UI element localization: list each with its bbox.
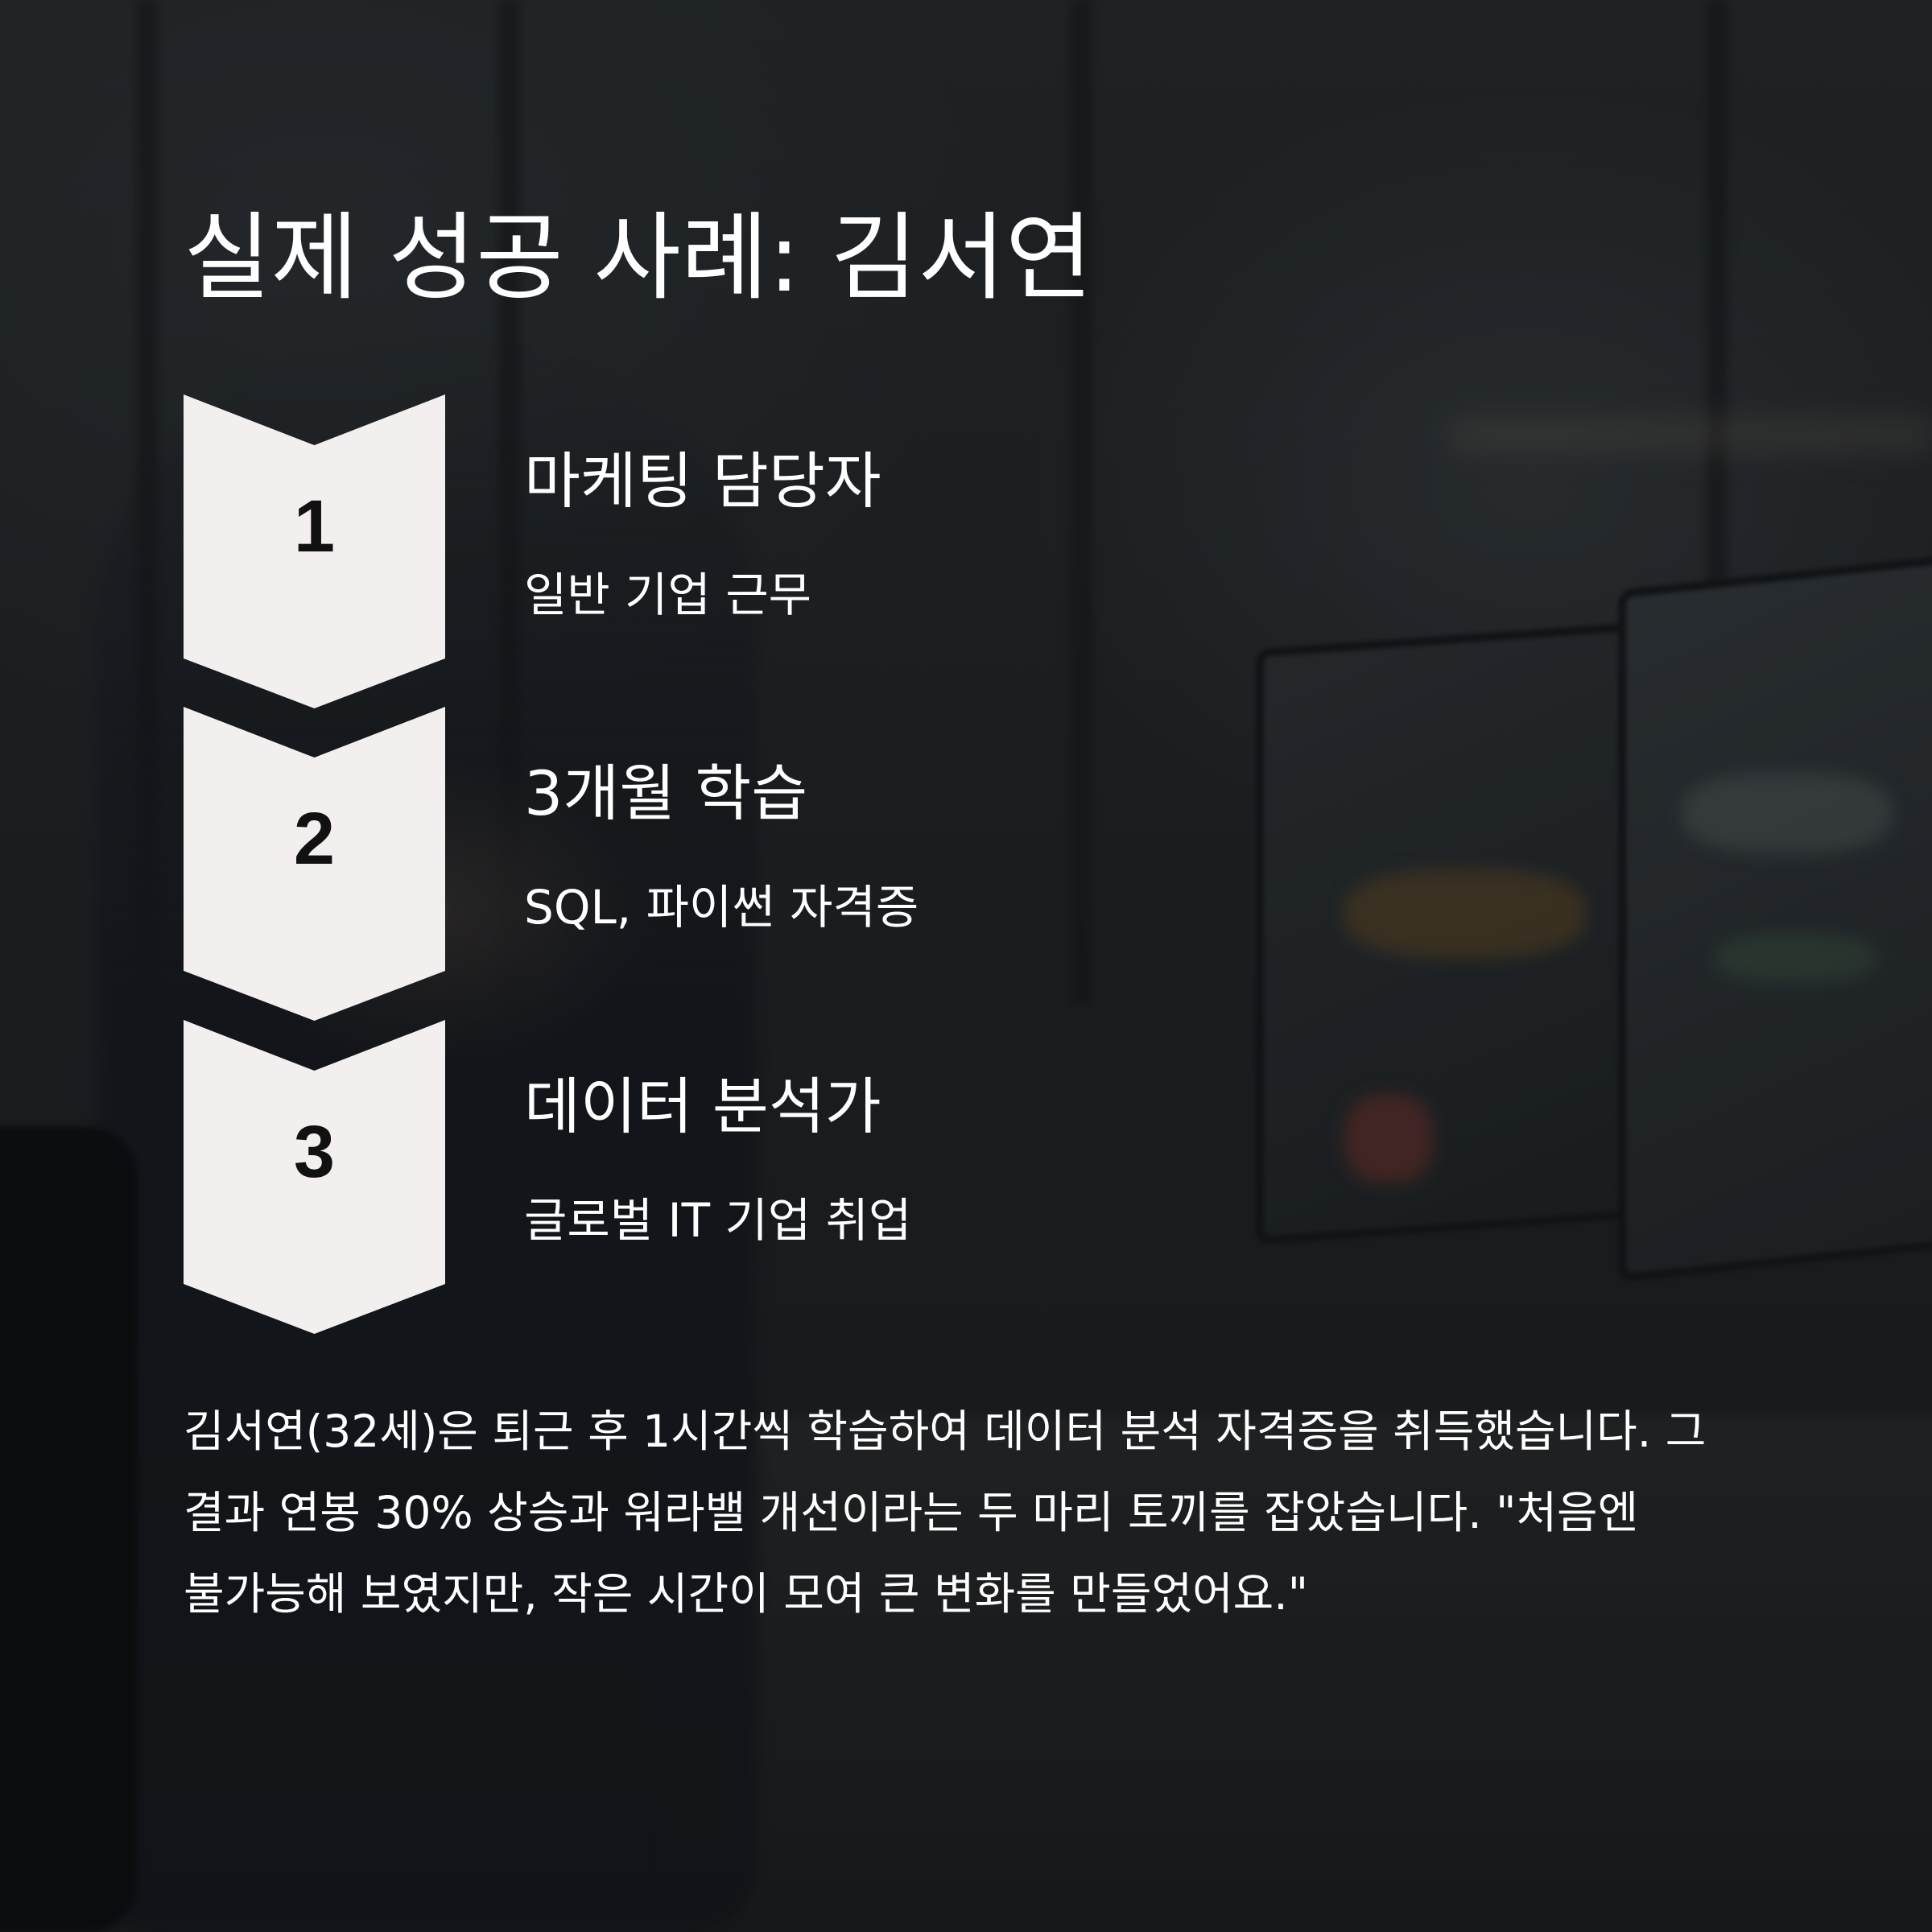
step-number: 3 (293, 1111, 336, 1193)
step-detail: 일반 기업 근무 (524, 568, 812, 622)
window-frame (1071, 0, 1092, 1006)
step-detail: 글로벌 IT 기업 취업 (524, 1193, 912, 1248)
step-number: 2 (293, 798, 336, 880)
step-heading: 데이터 분석가 (524, 1071, 881, 1142)
step-marker-3: 3 (184, 1020, 445, 1334)
ceiling-light (1449, 419, 1932, 451)
chevron-shape (184, 707, 445, 1021)
monitor-graph (1682, 773, 1892, 853)
chevron-shape (184, 1020, 445, 1334)
monitor-graph (1344, 869, 1586, 958)
step-marker-2: 2 (184, 707, 445, 1021)
step-heading: 3개월 학습 (524, 758, 808, 829)
chair (0, 1127, 137, 1932)
step-heading: 마케팅 담당자 (524, 445, 881, 517)
chevron-polygon (184, 1020, 445, 1334)
chevron-polygon (184, 707, 445, 1021)
step-detail: SQL, 파이썬 자격증 (524, 880, 919, 935)
monitor-graph (1344, 1095, 1433, 1183)
chevron-shape (184, 394, 445, 708)
success-story-paragraph: 김서연(32세)은 퇴근 후 1시간씩 학습하여 데이터 분석 자격증을 취득했… (184, 1406, 1707, 1620)
chevron-polygon (184, 394, 445, 708)
step-marker-1: 1 (184, 394, 445, 708)
page-title: 실제 성공 사례: 김서연 (184, 202, 1093, 313)
desk (660, 1417, 1932, 1932)
monitor-graph (1715, 934, 1876, 982)
step-number: 1 (293, 485, 336, 568)
